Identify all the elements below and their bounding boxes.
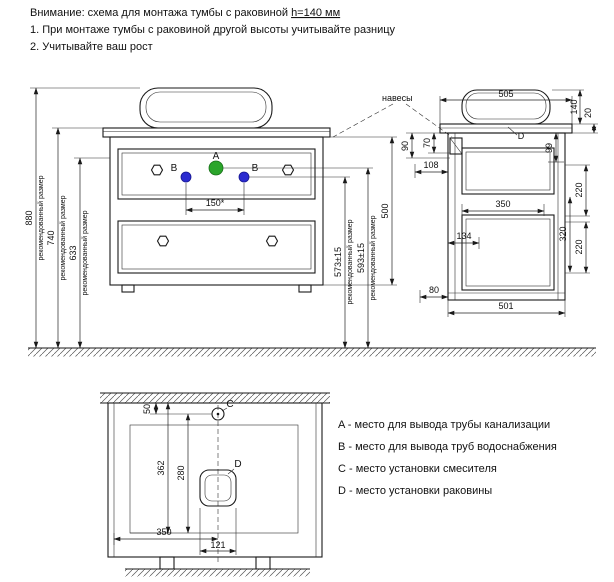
dim-20-label: 20	[583, 108, 593, 118]
hexagon-knockout	[156, 235, 170, 247]
hanger-bracket	[449, 137, 463, 155]
legend: A - место для вывода трубы канализации B…	[338, 419, 557, 497]
header-notes: Внимание: схема для монтажа тумбы с рако…	[30, 7, 396, 53]
legend-item-b: B - место для вывода труб водоснабжения	[338, 441, 557, 453]
recommended-size-label: рекомендованный размер	[369, 215, 377, 300]
floor-line	[28, 347, 596, 357]
dim-140-label: 140	[569, 99, 579, 114]
front-view: A B B 150* 880 рекомендованный размер 74…	[24, 87, 453, 349]
point-c-label: C	[226, 399, 233, 410]
dim-150-label: 150*	[206, 198, 225, 208]
dim-280-label: 280	[176, 465, 186, 480]
legend-item-c: C - место установки смесителя	[338, 463, 497, 475]
point-b-label: B	[171, 163, 178, 174]
dim-501-label: 501	[498, 301, 513, 311]
dim-573-label: 573±15	[333, 247, 343, 277]
cabinet-side	[447, 132, 566, 301]
dim-350-plan-label: 350	[156, 527, 171, 537]
dim-108-label: 108	[423, 160, 438, 170]
hexagon-knockout	[265, 235, 279, 247]
dim-633-label: 633	[68, 245, 78, 260]
point-a-sewage	[208, 160, 224, 176]
dim-320-label: 320	[558, 226, 568, 241]
top-drawer-side	[461, 147, 555, 195]
point-d-label: D	[518, 131, 525, 141]
top-drawer	[117, 148, 316, 200]
dim-500-label: 500	[380, 203, 390, 218]
point-b-label: B	[252, 163, 259, 174]
bottom-view: C D 50 362 280 350 121	[100, 392, 330, 577]
point-d-label: D	[234, 459, 241, 470]
hexagon-knockout	[281, 164, 295, 176]
note-2: 2. Учитывайте ваш рост	[30, 41, 153, 53]
recommended-size-label: рекомендованный размер	[346, 219, 354, 304]
dim-99-label: 99	[544, 143, 554, 153]
dim-121-label: 121	[210, 540, 225, 550]
legend-item-a: A - место для вывода трубы канализации	[338, 419, 550, 431]
recommended-size-label: рекомендованный размер	[81, 210, 89, 295]
sink-position	[199, 469, 237, 507]
dim-220-top-label: 220	[574, 182, 584, 197]
side-view: D 505 140 20 90 70 99 108 22	[400, 89, 598, 317]
dim-134-label: 134	[456, 231, 471, 241]
hexagon-knockout	[150, 164, 164, 176]
dim-90-label: 90	[400, 141, 410, 151]
dim-80-label: 80	[429, 285, 439, 295]
dim-70-label: 70	[422, 138, 432, 148]
bottom-drawer	[117, 220, 316, 274]
dim-50-label: 50	[142, 404, 152, 414]
dim-362-label: 362	[156, 460, 166, 475]
dim-880-label: 880	[24, 210, 34, 225]
bottom-drawer-side	[461, 214, 555, 291]
warning-title: Внимание: схема для монтажа тумбы с рако…	[30, 7, 340, 19]
countertop-plan	[107, 402, 323, 558]
point-b-water-right	[238, 171, 250, 183]
dim-505-label: 505	[498, 89, 513, 99]
warning-title-height: h=140 мм	[291, 7, 340, 19]
dim-350-label: 350	[495, 199, 510, 209]
note-1: 1. При монтаже тумбы с раковиной другой …	[30, 24, 396, 36]
dim-593-label: 593±15	[356, 243, 366, 273]
dim-220-bottom-label: 220	[574, 239, 584, 254]
recommended-size-label: рекомендованный размер	[37, 175, 45, 260]
legend-item-d: D - место установки раковины	[338, 485, 492, 497]
cabinet-front	[109, 136, 324, 286]
warning-title-text: Внимание: схема для монтажа тумбы с рако…	[30, 7, 291, 19]
recommended-size-label: рекомендованный размер	[59, 195, 67, 280]
wall-hatch	[100, 393, 330, 403]
dim-740-label: 740	[46, 230, 56, 245]
point-b-water-left	[180, 171, 192, 183]
point-a-label: A	[213, 151, 220, 162]
hangers-label: навесы	[382, 93, 413, 103]
